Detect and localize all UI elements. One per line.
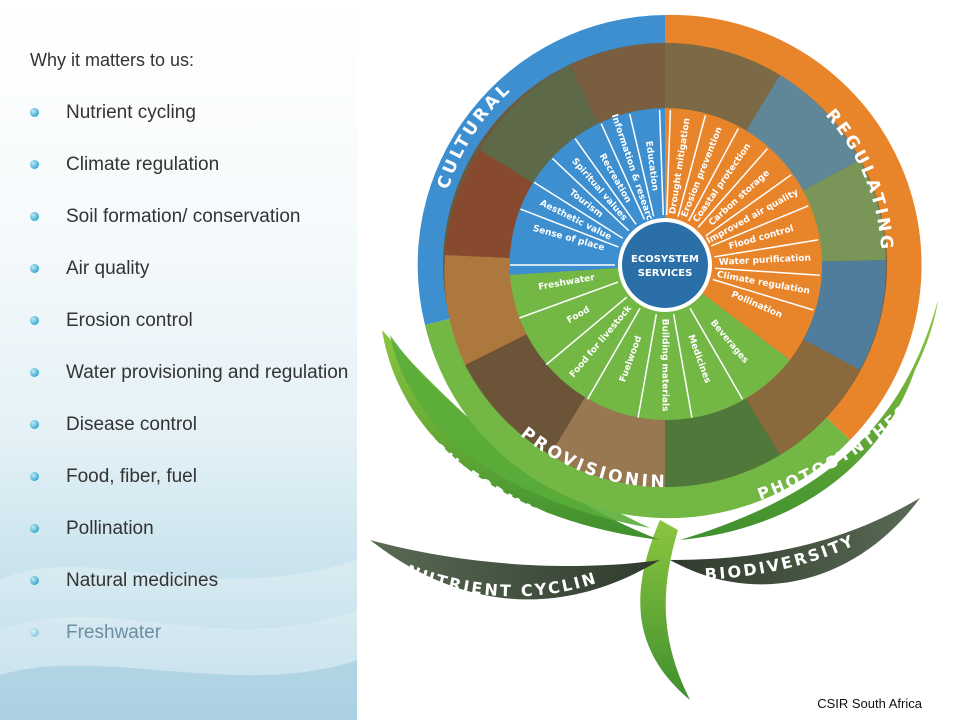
list-item: Disease control (30, 412, 357, 438)
segment-label-regulating: Water purification (719, 253, 811, 267)
regulating-segments (665, 108, 823, 360)
list-item: Climate regulation (30, 152, 357, 178)
bullet-icon (30, 108, 39, 117)
soil-formation-leaf (382, 330, 660, 540)
background-waves (0, 560, 357, 720)
segment-divider (672, 314, 693, 418)
segment-divider (710, 205, 809, 247)
list-item: Natural medicines (30, 568, 357, 594)
bullet-icon (30, 472, 39, 481)
bullet-icon (30, 264, 39, 273)
segment-divider (689, 307, 744, 400)
list-item: Pollination (30, 516, 357, 542)
segment-divider (705, 174, 792, 237)
segment-divider (658, 110, 665, 216)
list-item: Freshwater (30, 620, 357, 646)
biodiversity-leaf (670, 498, 920, 585)
bullet-icon (30, 420, 39, 429)
list-item: Food, fiber, fuel (30, 464, 357, 490)
segment-divider (712, 278, 814, 311)
segment-dividers (510, 110, 820, 418)
segment-divider (519, 281, 619, 319)
bullet-icon (30, 212, 39, 221)
provisioning-segments (510, 265, 790, 421)
segment-divider (665, 110, 672, 216)
stem (640, 520, 690, 700)
list-item: Erosion control (30, 308, 357, 334)
bullet-icon (30, 160, 39, 169)
segment-divider (637, 314, 658, 418)
panel-heading: Why it matters to us: (30, 50, 195, 70)
list-item: Soil formation/ conservation (30, 204, 357, 230)
segment-divider (687, 128, 739, 222)
list-item: Nutrient cycling (30, 100, 357, 126)
segment-divider (586, 307, 641, 400)
left-panel: Why it matters to us: Nutrient cycling C… (0, 0, 357, 720)
bullet-icon (30, 628, 39, 637)
segment-divider (545, 296, 628, 366)
segment-divider (520, 208, 619, 248)
nutrient-cycling-leaf (370, 540, 660, 600)
segment-divider (600, 123, 646, 220)
segment-label-provisioning: Building materials (660, 319, 670, 412)
segment-divider (714, 267, 820, 276)
bullet-icon (30, 368, 39, 377)
segment-divider (533, 181, 624, 239)
segment-divider (551, 157, 630, 232)
segment-divider (574, 138, 637, 225)
bullet-icon (30, 316, 39, 325)
bullet-icon (30, 524, 39, 533)
segment-divider (697, 148, 768, 228)
center-label-line1: ECOSYSTEM (631, 254, 699, 265)
segment-divider (677, 115, 707, 217)
center-badge (622, 222, 708, 308)
list-item: Air quality (30, 256, 357, 282)
center-label-line2: SERVICES (638, 268, 693, 279)
photosynthesis-leaf (680, 300, 938, 540)
segment-divider (714, 239, 819, 258)
segment-divider (629, 113, 655, 217)
credit-text: CSIR South Africa (817, 696, 922, 711)
bullet-icon (30, 576, 39, 585)
bullet-list: Nutrient cycling Climate regulation Soil… (30, 100, 357, 672)
list-item: Water provisioning and regulation (30, 360, 357, 386)
